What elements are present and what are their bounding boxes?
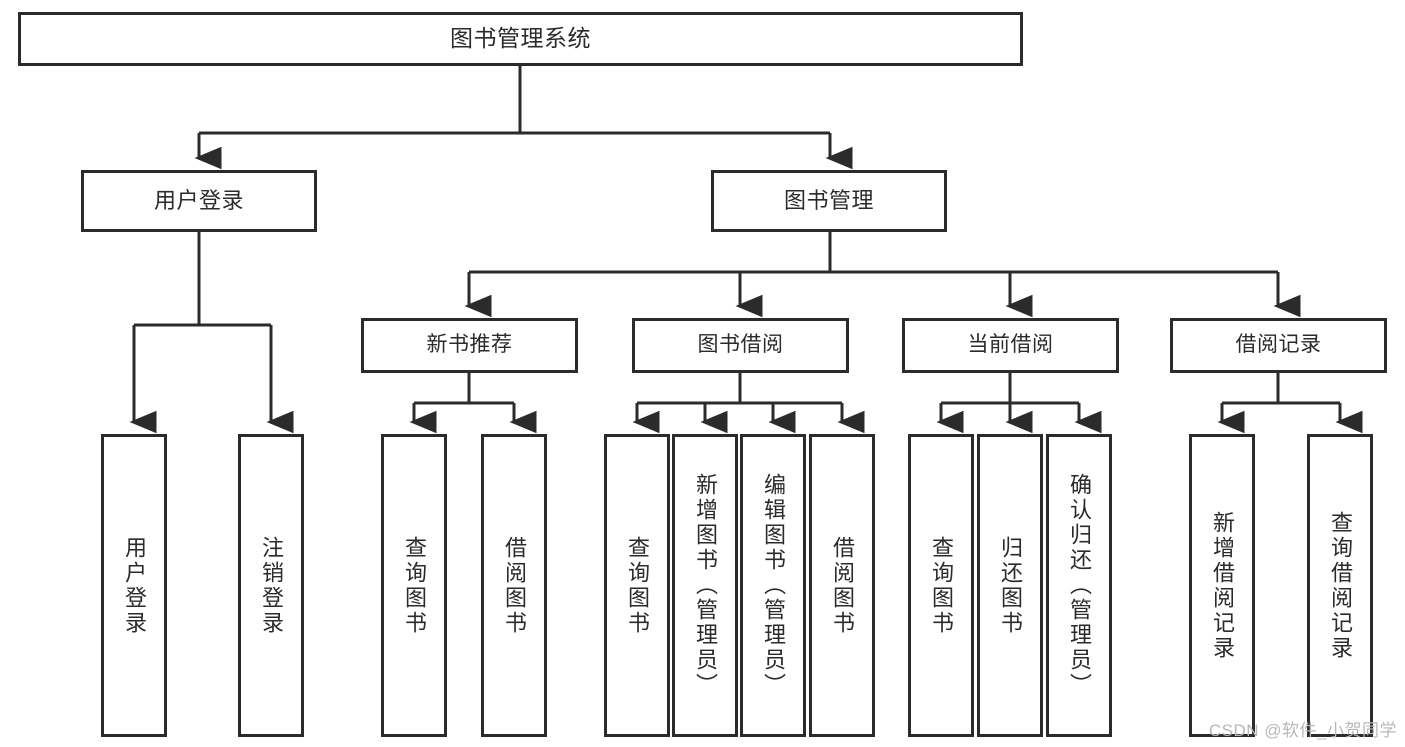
node-label: 查询借阅记录 [1327,510,1353,661]
leaf-user-login-login[interactable]: 用户登录 [101,434,167,737]
leaf-borrow-borrow-book[interactable]: 借阅图书 [809,434,875,737]
leaf-recommend-query-book[interactable]: 查询图书 [381,434,447,737]
node-current-borrow[interactable]: 当前借阅 [902,318,1119,373]
node-label: 用户登录 [121,535,147,636]
leaf-current-return-book[interactable]: 归还图书 [977,434,1043,737]
node-user-login[interactable]: 用户登录 [81,170,317,232]
node-label: 查询图书 [928,535,954,636]
node-book-management[interactable]: 图书管理 [711,170,947,232]
leaf-current-query-book[interactable]: 查询图书 [908,434,974,737]
node-label: 借阅记录 [1235,333,1322,357]
leaf-record-query-record[interactable]: 查询借阅记录 [1307,434,1373,737]
node-label: 新增借阅记录 [1209,510,1235,661]
leaf-borrow-add-book-admin[interactable]: 新增图书（管理员） [672,434,738,737]
node-label: 借阅图书 [501,535,527,636]
node-label: 新增图书（管理员） [692,473,718,698]
leaf-record-add-record[interactable]: 新增借阅记录 [1189,434,1255,737]
leaf-borrow-query-book[interactable]: 查询图书 [604,434,670,737]
node-label: 归还图书 [997,535,1023,636]
node-label: 查询图书 [624,535,650,636]
node-label: 确认归还（管理员） [1066,473,1092,698]
node-new-book-recommend[interactable]: 新书推荐 [361,318,578,373]
leaf-user-login-logout[interactable]: 注销登录 [238,434,304,737]
node-label: 新书推荐 [426,333,513,357]
node-borrow-record[interactable]: 借阅记录 [1170,318,1387,373]
node-label: 借阅图书 [829,535,855,636]
leaf-current-confirm-return-admin[interactable]: 确认归还（管理员） [1046,434,1112,737]
node-label: 图书管理系统 [450,25,591,52]
leaf-recommend-borrow-book[interactable]: 借阅图书 [481,434,547,737]
node-root-system[interactable]: 图书管理系统 [18,12,1023,66]
leaf-borrow-edit-book-admin[interactable]: 编辑图书（管理员） [740,434,806,737]
node-label: 图书借阅 [697,333,784,357]
csdn-watermark: CSDN @软件_小贺同学 [1208,721,1397,740]
node-label: 查询图书 [401,535,427,636]
node-label: 当前借阅 [967,333,1054,357]
node-label: 注销登录 [258,535,284,636]
node-label: 编辑图书（管理员） [760,473,786,698]
node-book-borrow[interactable]: 图书借阅 [632,318,849,373]
node-label: 图书管理 [783,188,874,214]
node-label: 用户登录 [153,188,244,214]
